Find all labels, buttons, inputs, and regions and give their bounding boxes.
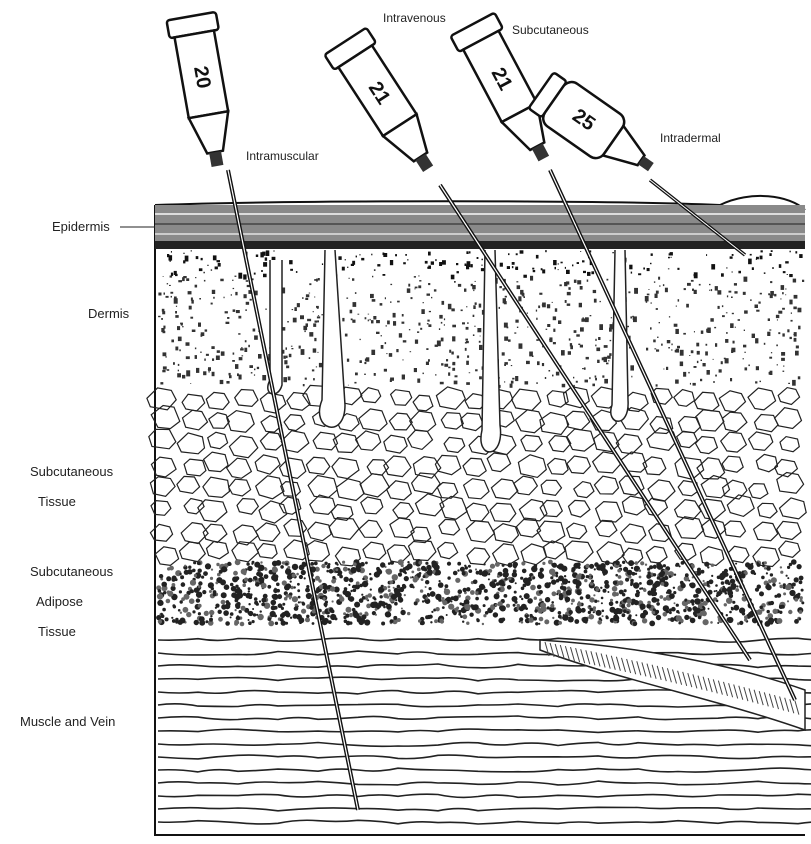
label-adipose-line2: Adipose [36,594,83,609]
label-intramuscular: Intramuscular [246,149,319,163]
label-adipose-line3: Tissue [38,624,76,639]
subcutaneous-tissue-layer [147,385,806,566]
gauge-label-intramuscular: 20 [189,64,215,90]
label-muscle-vein: Muscle and Vein [20,714,115,729]
label-subcutaneous-tissue-line2: Tissue [38,494,76,509]
label-intradermal: Intradermal [660,131,721,145]
label-intravenous: Intravenous [383,11,446,25]
label-subcutaneous-tissue-line1: Subcutaneous [30,464,114,479]
layer-labels: Epidermis Dermis Subcutaneous Tissue Sub… [20,219,155,729]
label-dermis: Dermis [88,306,130,321]
label-subcutaneous-route: Subcutaneous [512,23,589,37]
dermis-layer [158,250,804,389]
label-adipose-line1: Subcutaneous [30,564,114,579]
label-epidermis: Epidermis [52,219,110,234]
